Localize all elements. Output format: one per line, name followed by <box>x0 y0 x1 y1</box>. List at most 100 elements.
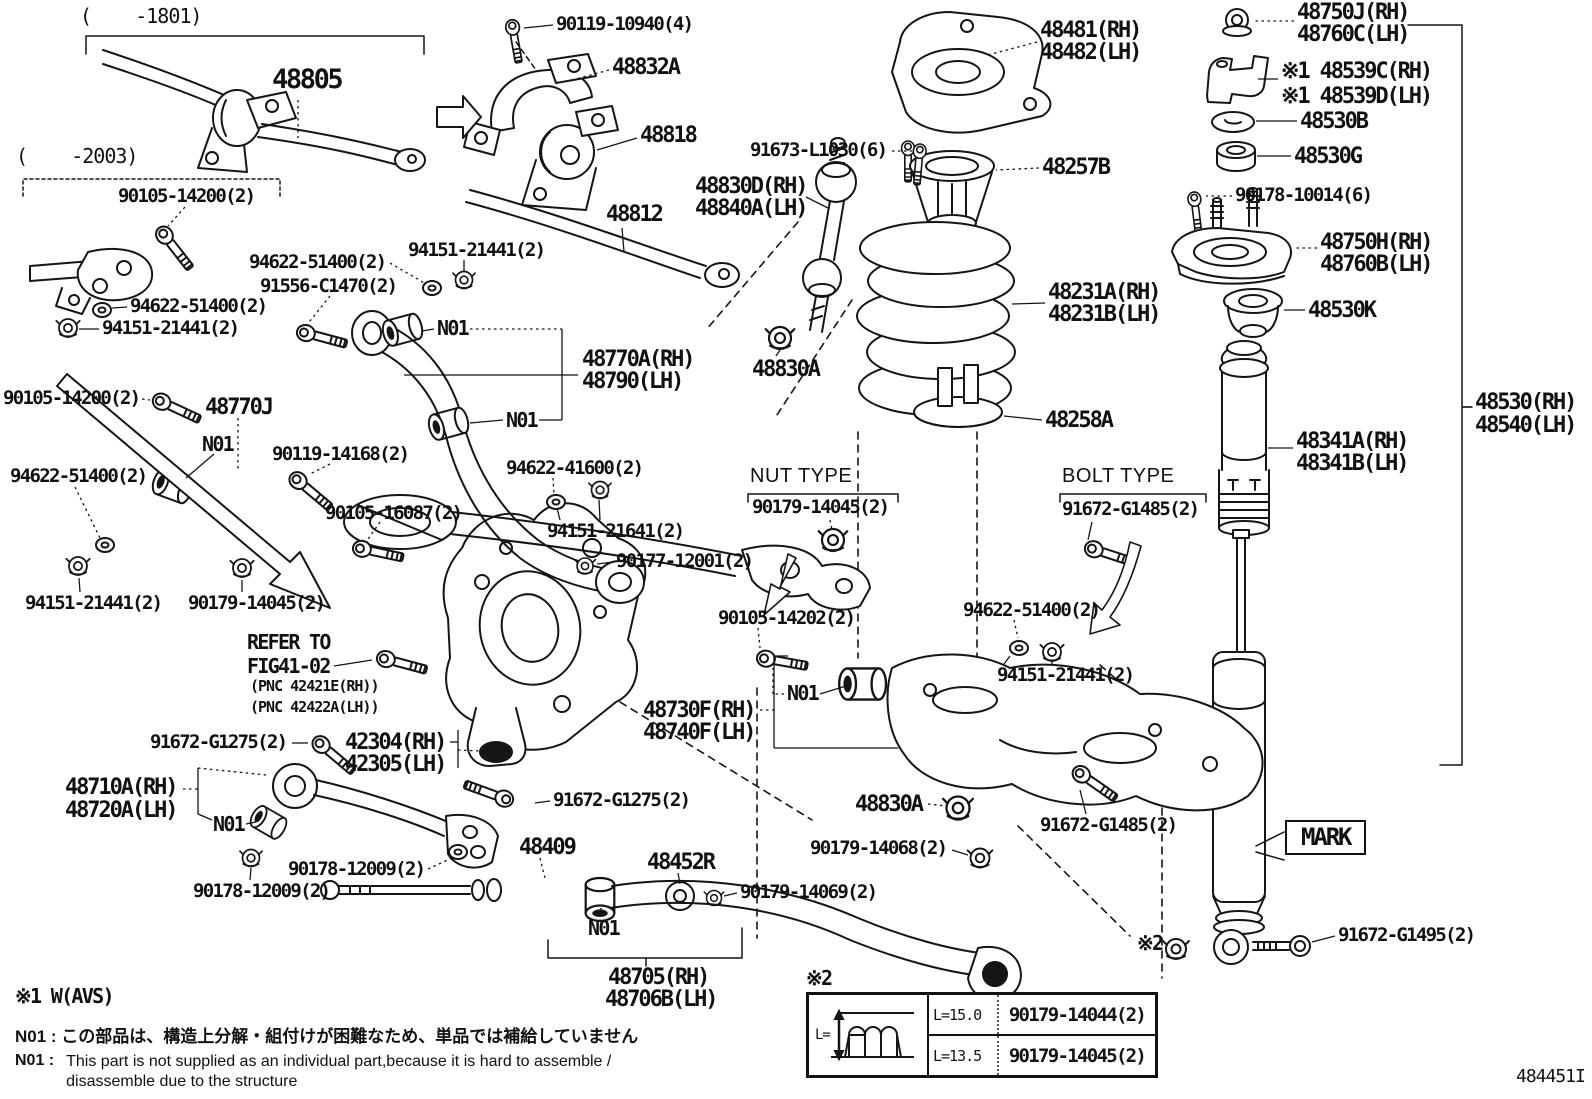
range-bracket-1801 <box>85 35 425 55</box>
leader-line <box>111 306 128 309</box>
part-label: 94622-51400(2) <box>130 295 268 317</box>
part-label: 48530K <box>1308 298 1377 323</box>
part-label: 94151-21441(2) <box>408 239 546 261</box>
part-label: 48341B(LH) <box>1296 451 1410 476</box>
part-label: 48840A(LH) <box>695 196 809 221</box>
leader-line <box>309 463 331 475</box>
leader-line <box>1003 655 1011 665</box>
leader-line <box>141 398 151 401</box>
part-label: 48818 <box>640 123 698 148</box>
part-label: 94151-21441(2) <box>102 317 240 339</box>
note2-marker: ※2 <box>1137 931 1164 955</box>
part-label: 48830D(RH) <box>695 174 809 199</box>
leader-line <box>819 685 847 695</box>
leader-line <box>951 849 969 856</box>
leader-line <box>333 659 373 667</box>
leader-line <box>457 749 506 753</box>
leader-line <box>596 137 638 151</box>
frame-bracket-drawing <box>29 222 476 338</box>
stabilizer-bar-drawing <box>102 49 426 173</box>
part-label: 48257B <box>1042 155 1111 180</box>
note-n01-english: N01 : This part is not supplied as an in… <box>15 1052 611 1092</box>
leader-line <box>185 453 215 479</box>
leader-line <box>305 295 331 327</box>
leader-line <box>571 69 610 81</box>
leader-line <box>245 821 257 825</box>
part-label: 48530G <box>1294 144 1363 169</box>
part-label: 90179-14045(2) <box>752 496 890 518</box>
mark-box: MARK <box>1285 820 1367 856</box>
leader-line <box>995 167 1040 171</box>
leader-line <box>534 800 551 804</box>
part-label: 90179-14069(2) <box>740 881 878 903</box>
note-line1: This part is not supplied as an individu… <box>66 1053 612 1070</box>
part-label: 90178-12009(2) <box>288 858 426 880</box>
part-label: 48750H(RH) <box>1320 230 1434 255</box>
part-number: 90179-14044(2) <box>1008 1003 1147 1026</box>
direction-arrow-icon <box>56 373 331 609</box>
upper-control-arm-drawing <box>351 310 645 604</box>
part-label: 48770A(RH) <box>582 347 696 372</box>
part-label: 91672-G1495(2) <box>1338 924 1476 946</box>
part-label: N01 <box>588 916 621 940</box>
part-label: 48760C(LH) <box>1297 22 1411 47</box>
part-label: 48530B <box>1300 109 1369 134</box>
leader-line <box>987 41 1038 56</box>
part-label: 91672-G1275(2) <box>150 731 288 753</box>
leader-line <box>167 206 186 227</box>
part-label: 48830A <box>752 357 821 382</box>
part-label: 48540(LH) <box>1475 413 1577 438</box>
leader-line <box>598 499 601 521</box>
leader-line <box>1003 415 1043 421</box>
note2-marker: ※2 <box>806 966 833 990</box>
shock-mount-stack-drawing <box>1171 8 1292 338</box>
leader-line <box>197 813 213 821</box>
part-label: 48730F(RH) <box>643 698 757 723</box>
part-label: 90179-14068(2) <box>810 837 948 859</box>
part-label: 48750J(RH) <box>1297 0 1411 25</box>
part-label: 48481(RH) <box>1040 18 1142 43</box>
part-label: 90105-14202(2) <box>718 607 856 629</box>
refer-note: REFER TO <box>247 630 331 654</box>
nut-type-block <box>747 493 899 616</box>
part-label: 48705(RH) <box>608 965 710 990</box>
refer-note: (PNC 42422A(LH)) <box>250 698 379 716</box>
knuckle-drawing <box>374 502 647 767</box>
range-label-2003: ( -2003) <box>16 144 138 168</box>
nut-type-header: NUT TYPE <box>750 465 853 487</box>
part-label: 48530(RH) <box>1475 390 1577 415</box>
part-label: 90119-14168(2) <box>272 443 410 465</box>
leader-line <box>1079 789 1087 815</box>
table-row: L=13.5 90179-14045(2) <box>929 1036 1155 1075</box>
part-label: 48258A <box>1045 408 1114 433</box>
part-label: 48706B(LH) <box>605 987 719 1012</box>
rear-lateral-arm-drawing <box>239 731 517 869</box>
leader-line <box>723 892 738 897</box>
leader-line <box>1311 935 1336 943</box>
part-label: ※1 48539D(LH) <box>1281 84 1433 109</box>
lower-control-arm-drawing <box>754 640 1264 869</box>
part-label: 90177-12001(2) <box>616 550 754 572</box>
direction-arrow-icon <box>436 95 482 139</box>
refer-note: FIG41-02 <box>247 654 331 678</box>
part-label: 91673-L1030(6) <box>750 139 888 161</box>
part-label: 90105-14200(2) <box>118 185 256 207</box>
part-label: 91672-G1275(2) <box>553 789 691 811</box>
part-label: 94151-21441(2) <box>997 664 1135 686</box>
part-label: 42304(RH) <box>345 730 447 755</box>
leader-line <box>556 507 561 521</box>
table-row: L=15.0 90179-14044(2) <box>929 995 1155 1036</box>
leader-line <box>829 519 833 531</box>
part-label: 91672-G1485(2) <box>1040 814 1178 836</box>
part-label: 48805 <box>272 64 344 95</box>
bolt-type-block <box>1059 493 1207 635</box>
nut-length-sketch: L= <box>809 995 929 1075</box>
range-bracket-2003 <box>22 178 281 197</box>
part-label: 94622-51400(2) <box>963 599 1101 621</box>
leader-line <box>1011 302 1046 305</box>
leader-lines-layer <box>74 20 1472 943</box>
leader-line <box>552 477 555 495</box>
leader-line <box>427 857 453 870</box>
